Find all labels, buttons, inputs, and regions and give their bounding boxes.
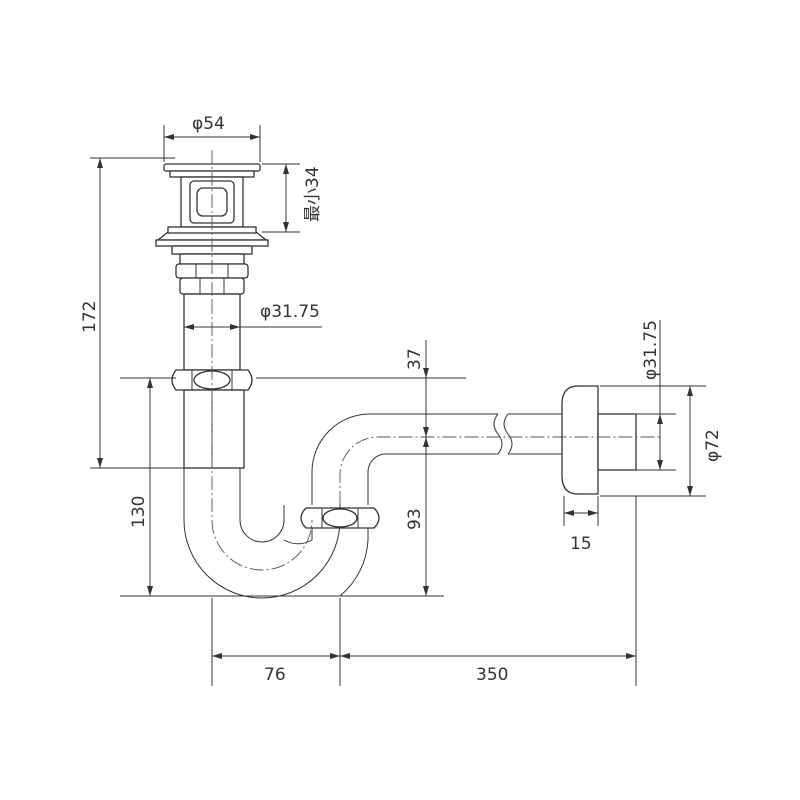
dim-offset-93: 93 <box>405 437 429 596</box>
label-flange-depth: 15 <box>570 534 592 554</box>
dim-top-diameter: φ54 <box>163 114 261 162</box>
dim-total-height: 172 <box>80 157 184 469</box>
label-tail-diameter: φ31.75 <box>260 302 320 322</box>
label-horiz-350: 350 <box>476 665 508 685</box>
label-outlet-diameter: φ31.75 <box>641 320 661 380</box>
dim-horizontal: 76 350 <box>211 496 637 686</box>
dim-flange-diameter: φ72 <box>600 385 723 497</box>
wall-flange <box>561 385 637 495</box>
p-trap-bend <box>183 413 562 599</box>
dim-flange-depth: 15 <box>563 496 599 554</box>
label-offset-93: 93 <box>405 508 425 530</box>
label-offset-37: 37 <box>405 348 425 370</box>
label-min-height: 最小34 <box>303 166 323 222</box>
label-trap-height: 130 <box>129 496 149 528</box>
label-total-height: 172 <box>80 301 100 333</box>
dim-outlet-diameter: φ31.75 <box>600 320 676 471</box>
dim-tail-diameter: φ31.75 <box>184 302 322 330</box>
dim-trap-height: 130 <box>120 377 466 597</box>
label-flange-diameter: φ72 <box>703 429 723 462</box>
centre-lines <box>211 150 660 571</box>
dim-offset-37: 37 <box>405 340 429 437</box>
label-top-diameter: φ54 <box>192 114 225 134</box>
dim-min-height: 最小34 <box>262 163 323 233</box>
label-horiz-76: 76 <box>264 665 286 685</box>
